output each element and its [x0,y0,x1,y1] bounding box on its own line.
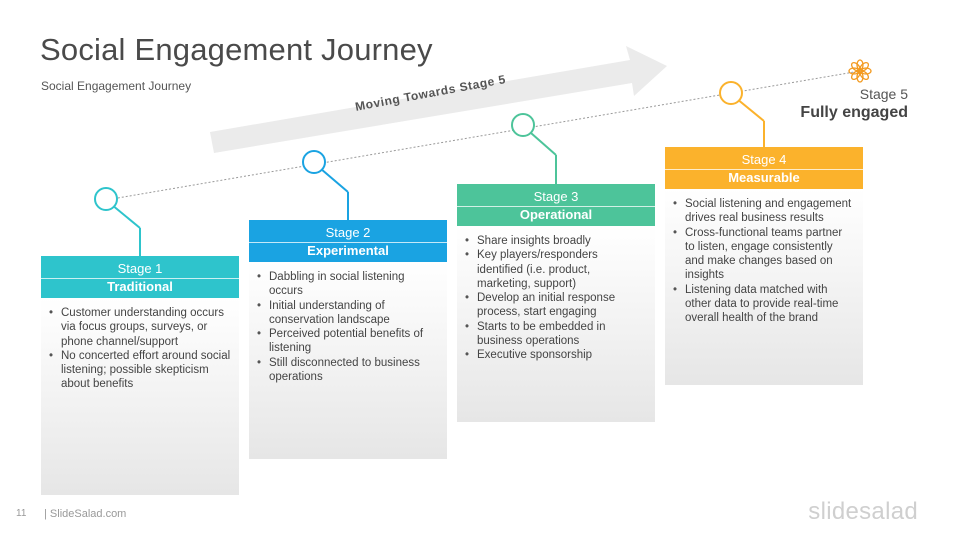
stage-3-bullets: Share insights broadly Key players/respo… [465,234,647,363]
list-item: Starts to be embedded in business operat… [465,320,647,349]
stage-4-header: Stage 4 Measurable [665,147,863,189]
brand-logo: slidesalad [808,498,918,525]
stage-2-body: Dabbling in social listening occurs Init… [249,262,447,459]
progress-arrow [210,46,667,153]
stage-4-number: Stage 4 [741,152,787,167]
page-subtitle: Social Engagement Journey [41,79,192,93]
stage-3-name: Operational [519,207,593,222]
flower-icon [848,59,872,83]
stage-3-body: Share insights broadly Key players/respo… [457,226,655,422]
stage-4-body: Social listening and engagement drives r… [665,189,863,385]
list-item: Cross-functional teams partner to listen… [673,226,855,283]
stage-1-node [94,187,118,211]
stage-2-node [302,150,326,174]
stage-1-bullets: Customer understanding occurs via focus … [49,306,231,392]
list-item: Initial understanding of conservation la… [257,299,439,328]
list-item: Dabbling in social listening occurs [257,270,439,299]
stage-3-header: Stage 3 Operational [457,184,655,226]
list-item: Key players/responders identified (i.e. … [465,248,647,291]
stage-3-node [511,113,535,137]
stage-5-number: Stage 5 [859,86,908,102]
stage-4-name: Measurable [728,170,800,185]
list-item: Still disconnected to business operation… [257,356,439,385]
page-number: 11 [16,508,27,519]
list-item: Social listening and engagement drives r… [673,197,855,226]
stage-4-bullets: Social listening and engagement drives r… [673,197,855,326]
list-item: Listening data matched with other data t… [673,283,855,326]
stage-2-card: Stage 2 Experimental Dabbling in social … [249,220,447,459]
footer-site: | SlideSalad.com [44,508,127,520]
list-item: Customer understanding occurs via focus … [49,306,231,349]
list-item: Perceived potential benefits of listenin… [257,327,439,356]
stage-4-node [719,81,743,105]
stage-1-name: Traditional [107,279,173,294]
page-title: Social Engagement Journey [40,32,433,67]
stage-1-body: Customer understanding occurs via focus … [41,298,239,495]
stage-2-header: Stage 2 Experimental [249,220,447,262]
list-item: No concerted effort around social listen… [49,349,231,392]
stage-2-number: Stage 2 [325,225,371,240]
stage-5-name: Fully engaged [800,104,908,121]
stage-2-name: Experimental [307,243,389,258]
stage-1-card: Stage 1 Traditional Customer understandi… [41,256,239,495]
list-item: Share insights broadly [465,234,647,249]
stage-2-bullets: Dabbling in social listening occurs Init… [257,270,439,384]
stage-3-number: Stage 3 [533,189,579,204]
stage-1-header: Stage 1 Traditional [41,256,239,298]
list-item: Executive sponsorship [465,348,647,363]
stage-4-card: Stage 4 Measurable Social listening and … [665,147,863,385]
stage-3-card: Stage 3 Operational Share insights broad… [457,184,655,422]
stage-5-label: Stage 5 Fully engaged [800,86,908,122]
list-item: Develop an initial response process, sta… [465,291,647,320]
stage-1-number: Stage 1 [117,261,163,276]
